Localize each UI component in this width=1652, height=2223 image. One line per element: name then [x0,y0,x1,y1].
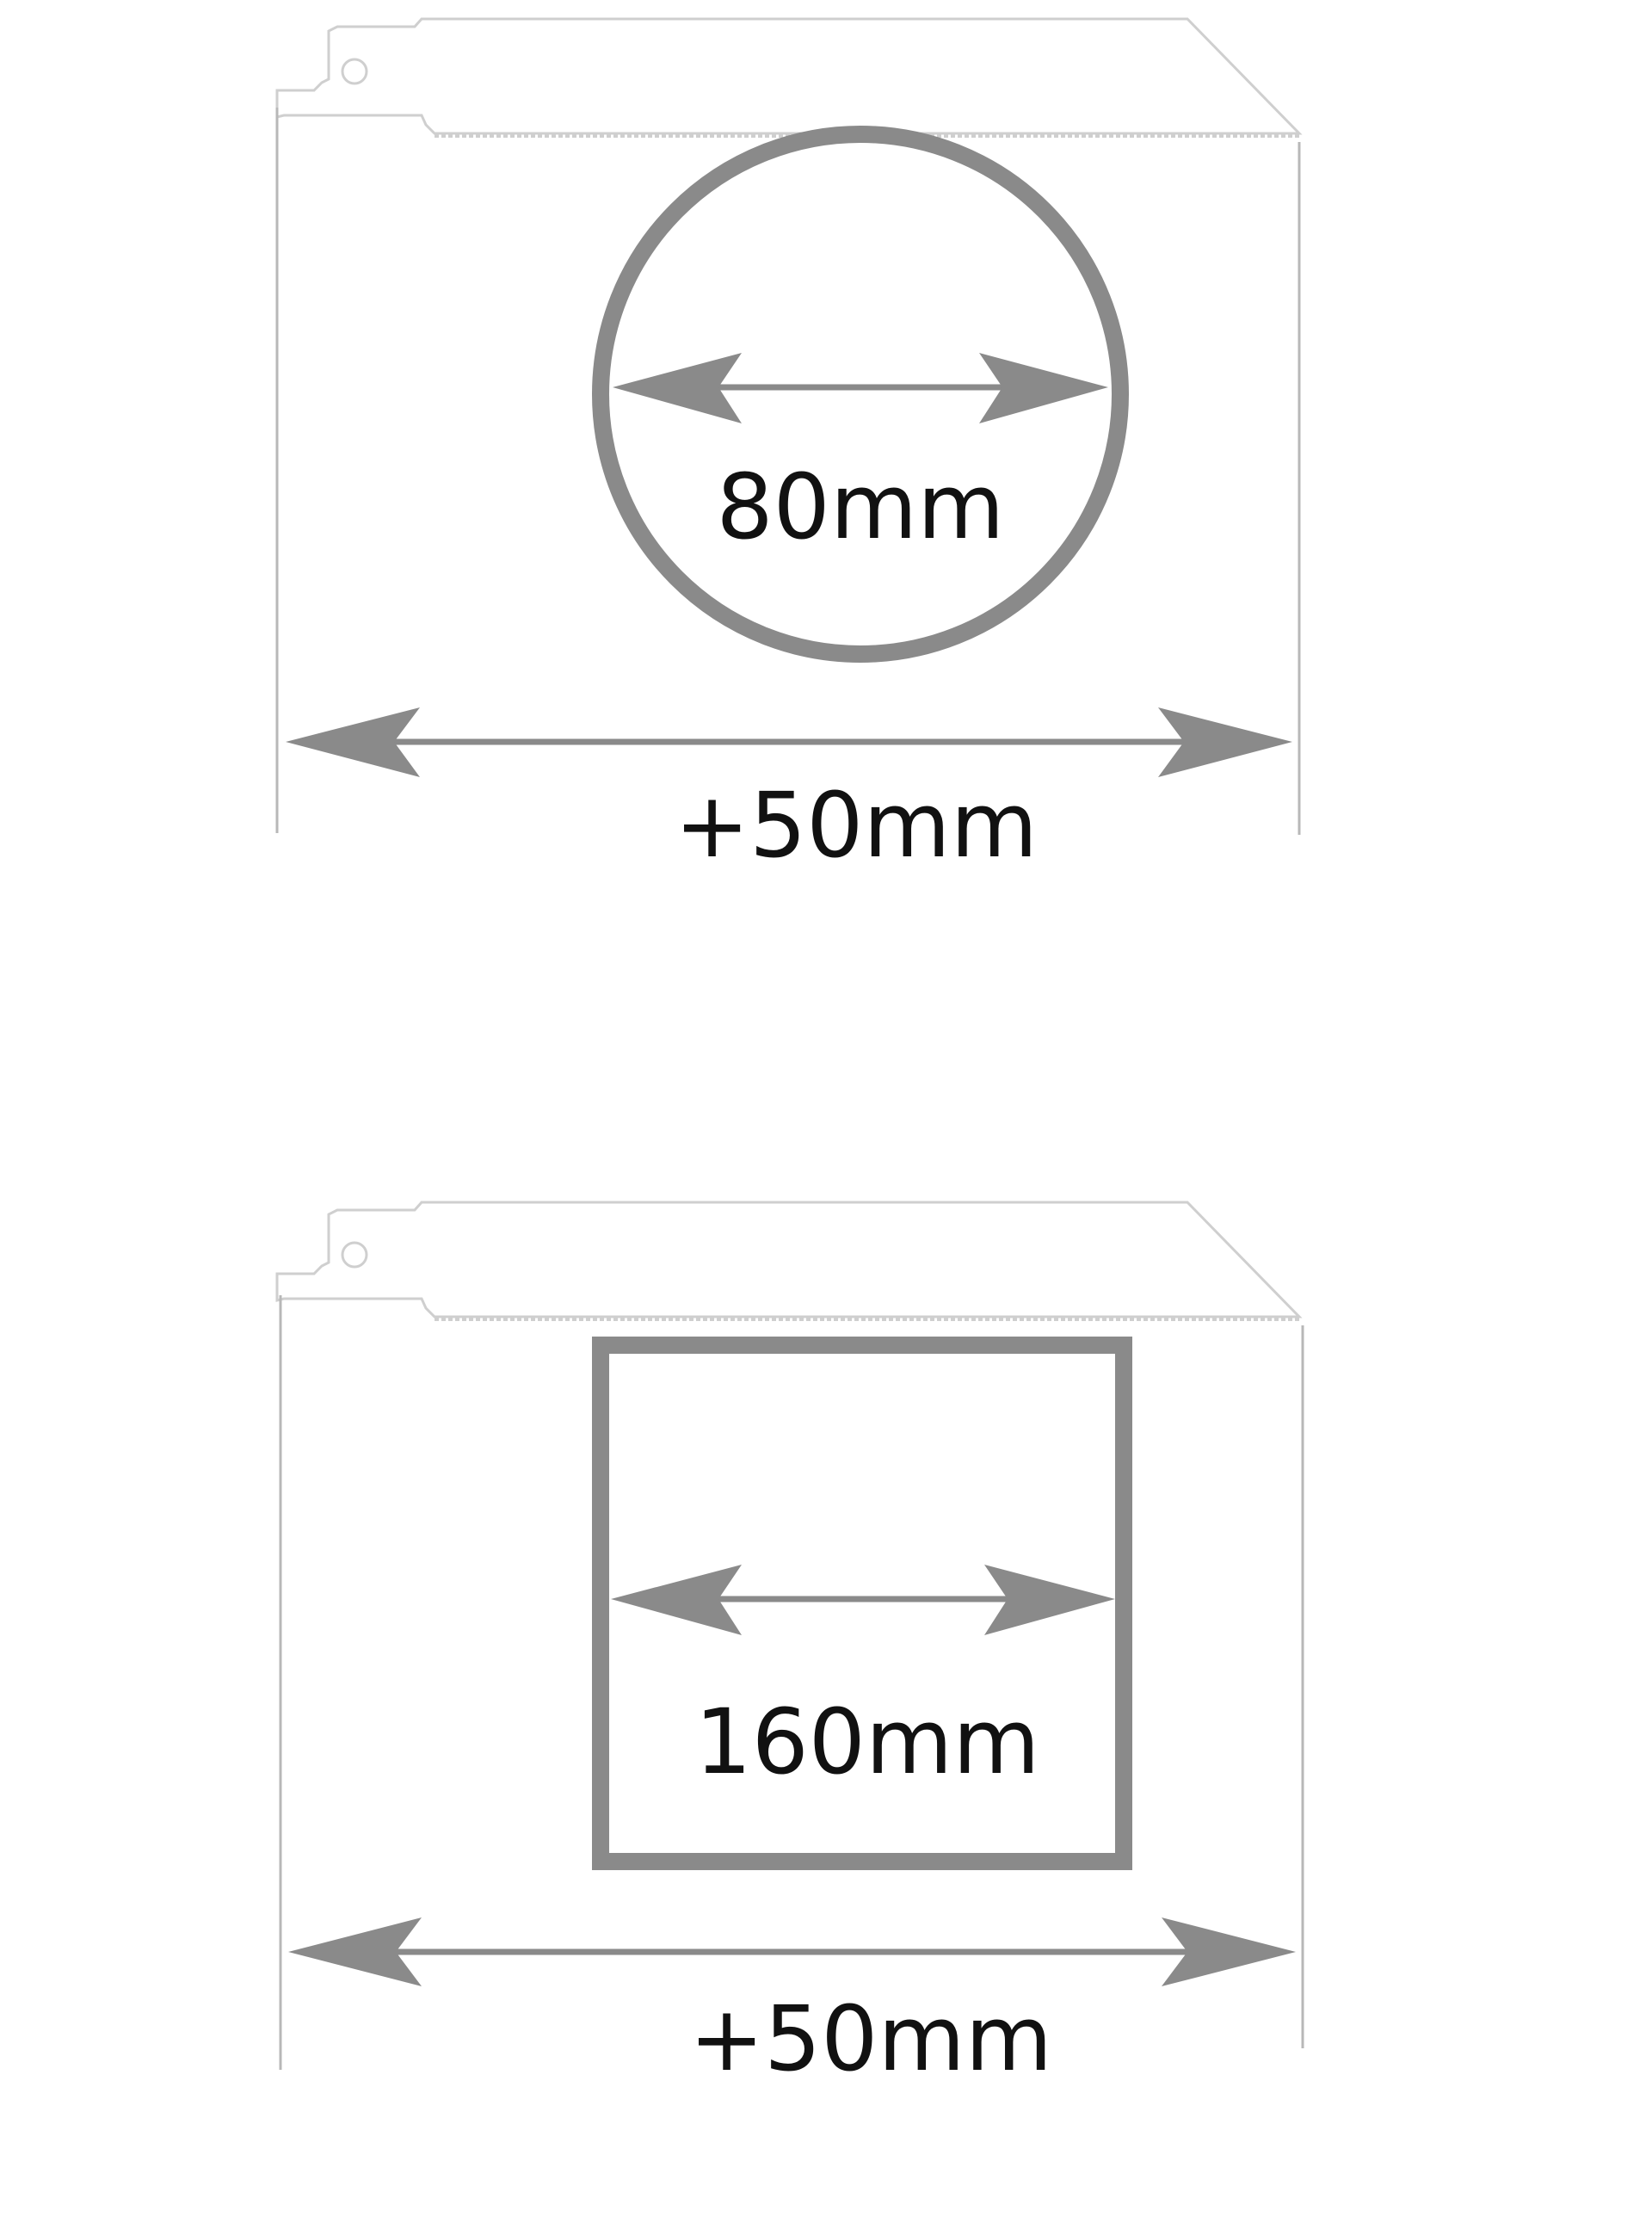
panel-circle: 80mm +50mm [275,17,1301,878]
round-workpiece [592,126,1129,663]
outer-dimension-label: +50mm [675,773,1038,878]
inner-dimension-arrow [613,353,1108,423]
inner-dimension-label: 160mm [694,1689,1039,1794]
inner-dimension-label: 80mm [717,454,1005,559]
saw-blade-icon [275,17,1301,138]
outer-dimension-arrow [286,707,1292,777]
outer-dimension-arrow [288,1917,1296,1986]
saw-blade-icon [275,1201,1301,1321]
panel-rectangle: 160mm +50mm [275,1201,1304,2091]
inner-dimension-arrow [611,1565,1115,1635]
outer-dimension-label: +50mm [689,1986,1052,2091]
rectangular-workpiece [592,1337,1132,1870]
